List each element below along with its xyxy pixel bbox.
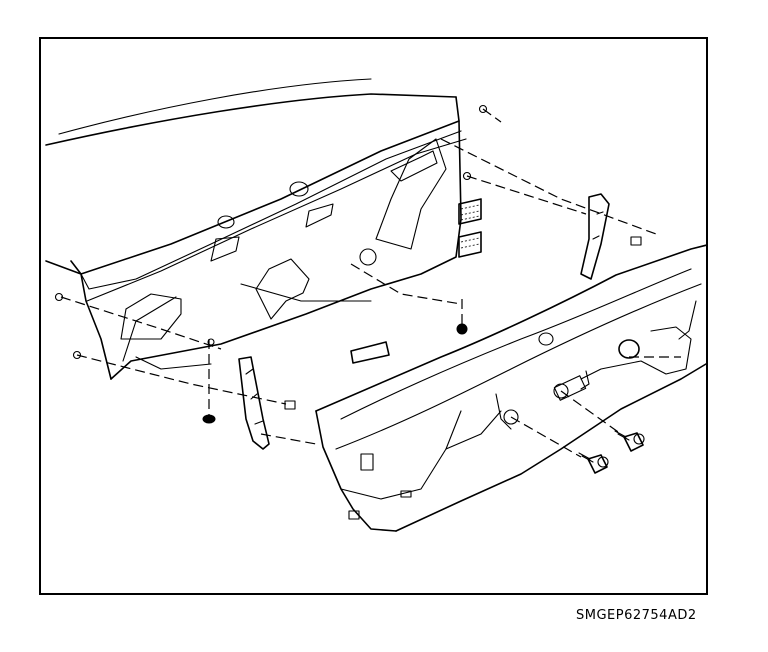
- finisher-bracket-left: [238, 356, 296, 450]
- trunk-lid-outer-panel: [45, 78, 467, 380]
- fastener-parts: [54, 104, 488, 424]
- assembly-guide-lines: [60, 108, 681, 458]
- diagram-frame: [39, 37, 708, 595]
- trunk-lid-inner-panel: [110, 120, 462, 380]
- trunk-lid-finisher: [315, 244, 706, 532]
- bolt-lower: [578, 452, 609, 474]
- bolt-upper: [614, 430, 645, 452]
- finisher-bracket-right: [580, 193, 642, 280]
- trunk-lid-finisher-diagram: [45, 78, 706, 532]
- figure-code: SMGEP62754AD2: [576, 608, 697, 623]
